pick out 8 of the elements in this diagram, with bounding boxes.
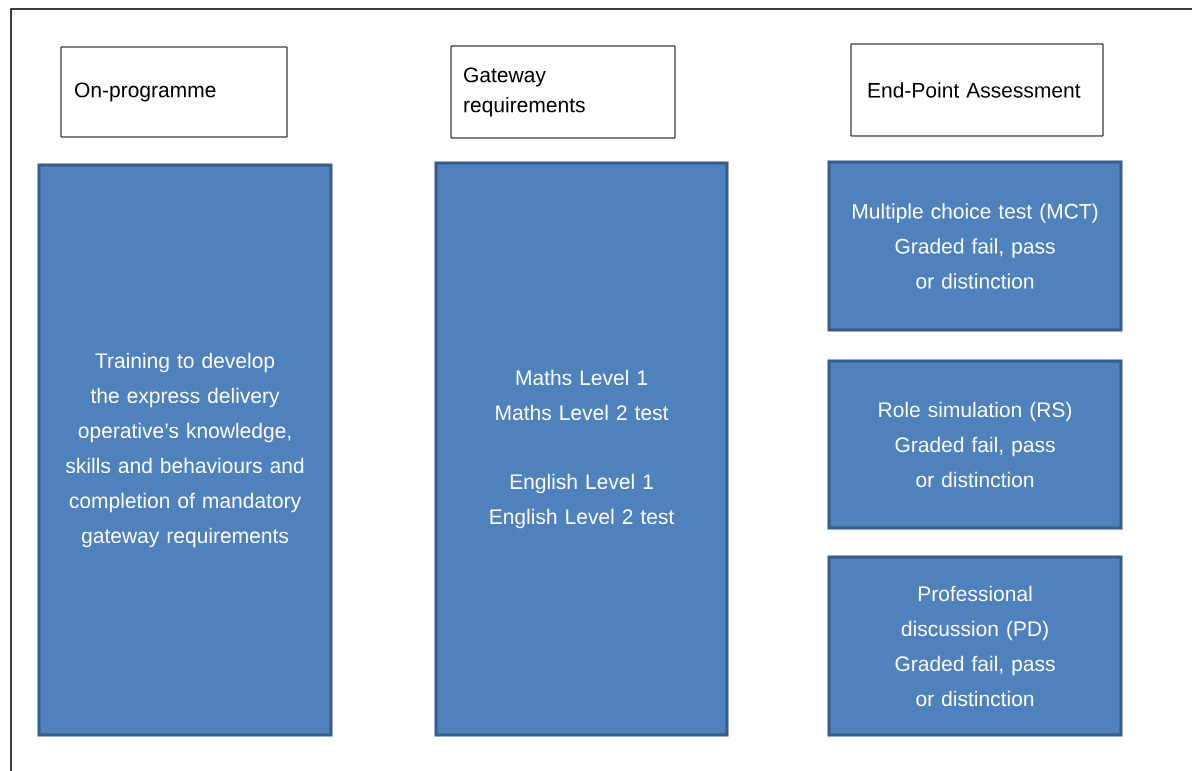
process-box: Maths Level 1 Maths Level 2 test English Level 1 English Level 2 test bbox=[434, 161, 729, 737]
process-box: Multiple choice test (MCT) Graded fail, pass or distinction bbox=[827, 160, 1123, 332]
header-box: Gateway requirements bbox=[450, 45, 676, 139]
process-box: Role simulation (RS) Graded fail, pass or distinction bbox=[827, 359, 1123, 530]
header-box: On-programme bbox=[60, 46, 288, 138]
header-box: End-Point Assessment bbox=[850, 43, 1104, 137]
process-box: Professional discussion (PD) Graded fail, pass or distinction bbox=[827, 555, 1123, 737]
process-box: Training to develop the express delivery operative’s knowledge, skills and behaviours and completion of mandatory gateway requirements bbox=[37, 163, 333, 737]
